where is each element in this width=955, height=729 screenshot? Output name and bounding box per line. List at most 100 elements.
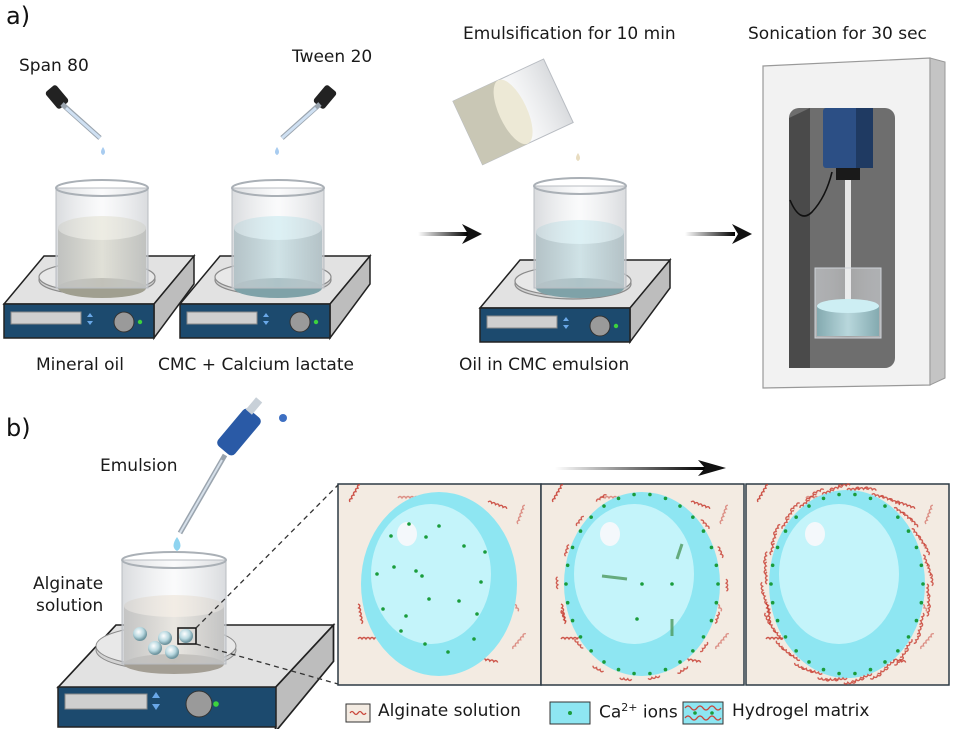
alginate-strand [724,578,729,592]
ca-ion [578,635,583,639]
legend-hydrogel: Hydrogel matrix [732,701,870,721]
alginate-strand [829,485,843,491]
alginate-strand [717,546,724,559]
alginate-strand [926,593,931,607]
ca-ion [565,600,570,605]
alginate-strand [859,673,873,679]
ca-ion [462,544,466,548]
ca-ion [691,649,695,653]
ca-ion [775,545,780,550]
alginate-strand [690,500,711,510]
alginate-strand [863,486,877,492]
pouring-beaker-icon [452,58,574,166]
ca-ion [616,667,621,672]
alginate-strand [677,666,689,674]
diffusion-arrow [675,543,684,560]
ca-ion [896,515,900,519]
ca-ion [770,563,775,568]
alginate-strand [821,489,835,495]
ca-ion [457,599,461,603]
ca-ion [678,504,682,508]
alginate-strand [357,636,379,641]
ca-ion [769,582,773,586]
alginate-strand [924,504,934,525]
alginate-strand [923,543,930,556]
ca-ion [853,671,857,676]
zoom-line-bottom [195,643,339,685]
stage-panels [337,483,950,686]
ca-ion [640,582,644,586]
sonicator-cabinet-icon [762,57,946,389]
time-arrow [555,460,726,476]
alginate-strand [909,517,919,528]
ca-ion [399,629,403,633]
alginate-strand [714,611,721,624]
ca-ion [716,582,720,586]
alginate-strand [899,648,909,658]
alginate-strand [799,499,810,508]
hotplate-mineral-oil-icon [3,179,195,339]
ca-ion [853,492,857,497]
alginate-strand [805,493,817,501]
ca-ion [602,660,606,664]
alginate-strand [763,561,768,575]
ca-ion [919,563,924,568]
ca-ion [427,597,431,601]
alginate-strand [775,640,785,651]
alginate-strand [851,677,865,683]
ca-ion [794,515,798,519]
label-tween20: Tween 20 [292,47,373,67]
ca-ion [701,529,706,533]
label-sonication: Sonication for 30 sec [748,24,927,44]
alginate-strand [855,486,869,491]
alginate-strand [825,677,839,682]
label-emulsion: Emulsion [100,456,178,476]
alginate-strand [619,676,633,682]
ca-ion [565,563,570,568]
alginate-strand [916,622,924,635]
legend-swatch-ca-ions [549,701,591,725]
ca-ion [648,671,652,676]
ca-ion [868,667,873,672]
alginate-strand [715,632,729,650]
alginate-strand [575,515,584,527]
ca-ion [602,504,606,508]
process-arrow-1 [418,224,482,244]
alginate-strand [516,504,526,525]
alginate-strand [894,656,904,666]
ca-ion [663,496,668,501]
legend-swatch-hydrogel [682,701,724,725]
droplet-inner [779,504,899,644]
ca-ion [896,649,900,653]
ca-ion [906,635,911,639]
alginate-strand [773,523,781,536]
ca-ion [914,618,919,623]
ca-ion [921,582,925,586]
alginate-strand [700,641,709,653]
stage-panel-2 [540,483,745,686]
droplet-inner [574,504,694,644]
alginate-strand [929,573,934,587]
alginate-strand [895,500,916,510]
hotplate-emulsion-icon [479,177,671,343]
legend-ca-ions: Ca2+ ions [599,701,678,723]
ca-ion [479,580,483,584]
alginate-strand [700,519,710,530]
alginate-strand [919,612,925,626]
alginate-strand [765,636,787,641]
alginate-strand [719,504,729,525]
alginate-strand [764,612,771,625]
ca-ion [919,600,924,605]
ca-ion [389,534,393,538]
alginate-strand [560,609,567,622]
legend-ca-base: Ca [599,702,622,723]
label-alginate-line1: Alginate [33,574,104,594]
ca-ion [570,618,575,623]
alginate-strand [592,665,604,673]
alginate-strand [877,667,889,675]
ca-ion [807,660,811,664]
alginate-strand [793,662,806,671]
zoom-region-box [177,627,197,645]
alginate-strand [781,518,790,529]
label-oil-in-cmc: Oil in CMC emulsion [459,355,630,375]
